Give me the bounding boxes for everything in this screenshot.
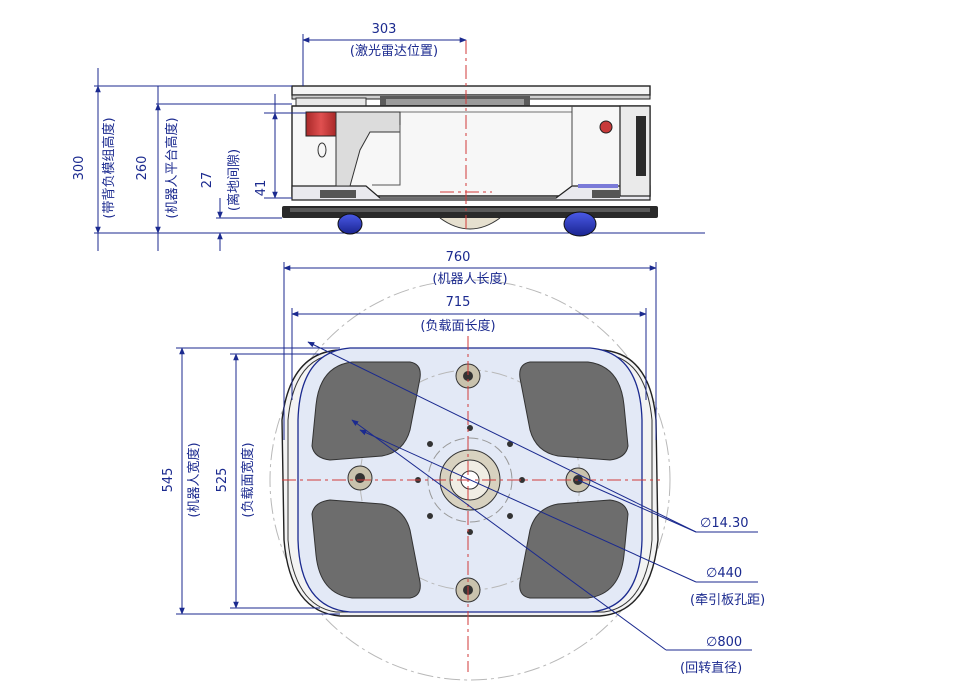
robot-length-value: 760 bbox=[446, 250, 471, 265]
top-view: 760 (机器人长度) 715 (负载面长度) 545 (机器人宽度) 525 … bbox=[161, 250, 765, 681]
lidar-mechanism bbox=[295, 96, 530, 108]
emergency-stop bbox=[599, 120, 613, 134]
robot-width-label: (机器人宽度) bbox=[186, 442, 202, 517]
red-module bbox=[305, 111, 337, 137]
turn-diameter: ∅800 bbox=[706, 635, 742, 650]
casters bbox=[337, 211, 597, 237]
caster-wheel-rear bbox=[337, 213, 363, 235]
total-height-value: 300 bbox=[72, 156, 87, 181]
turning-circle bbox=[269, 279, 671, 681]
clearance-value: 27 bbox=[200, 172, 215, 189]
rubber-pads bbox=[311, 361, 629, 599]
caster-wheel-front bbox=[563, 211, 597, 237]
load-length-value: 715 bbox=[446, 295, 471, 310]
platform-height-label: (机器人平台高度) bbox=[164, 117, 180, 218]
load-width-label: (负载面宽度) bbox=[240, 442, 256, 517]
load-length-label: (负载面长度) bbox=[420, 318, 495, 334]
pad-top-left bbox=[311, 361, 421, 461]
top-plate bbox=[291, 85, 651, 96]
total-height-label: (带背负模组高度) bbox=[101, 117, 117, 218]
lidar-dim-value: 303 bbox=[372, 22, 397, 37]
small-height-value: 41 bbox=[254, 180, 269, 197]
turn-diameter-label: (回转直径) bbox=[680, 661, 742, 676]
robot-width-value: 545 bbox=[161, 468, 176, 493]
pad-bottom-right bbox=[519, 499, 629, 599]
platform-height-value: 260 bbox=[135, 156, 150, 181]
robot-length-label: (机器人长度) bbox=[432, 271, 507, 287]
pad-bottom-left bbox=[311, 499, 421, 599]
side-view: 303 (激光雷达位置) 300 (带背负模组高度) 260 (机器人平台高度)… bbox=[72, 22, 705, 251]
tow-diameter-label: (牵引板孔距) bbox=[690, 593, 765, 608]
load-width-value: 525 bbox=[215, 468, 230, 493]
lidar-dim-label: (激光雷达位置) bbox=[350, 44, 438, 59]
clearance-label: (离地间隙) bbox=[226, 149, 242, 211]
tow-diameter: ∅440 bbox=[706, 566, 742, 581]
drive-wheel bbox=[439, 217, 501, 230]
hole-diameter: ∅14.30 bbox=[700, 516, 749, 531]
pad-top-right bbox=[519, 361, 629, 461]
